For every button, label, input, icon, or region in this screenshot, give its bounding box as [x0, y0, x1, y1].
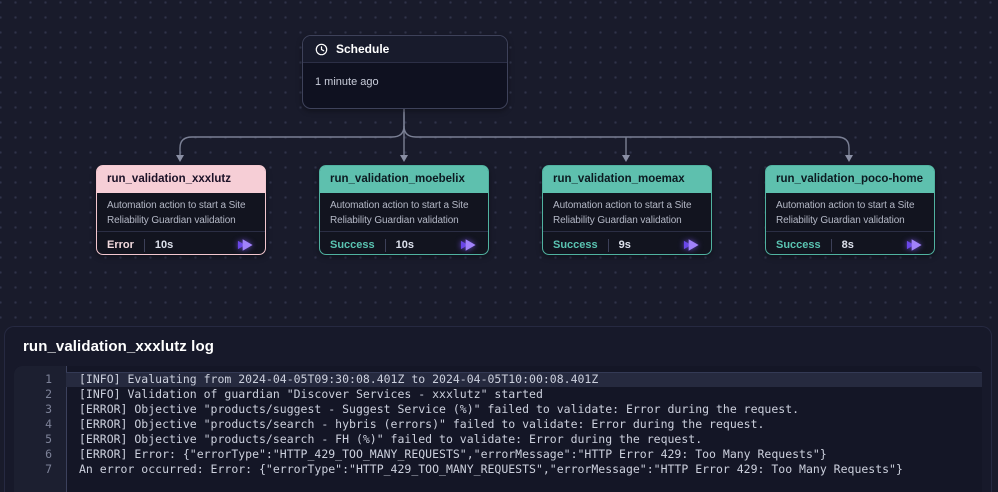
schedule-title: Schedule — [336, 42, 390, 56]
workflow-canvas[interactable]: Schedule 1 minute ago run_validation_xxx… — [0, 0, 998, 326]
log-viewer[interactable]: 1 [INFO] Evaluating from 2024-04-05T09:3… — [14, 366, 982, 492]
log-text: [ERROR] Objective "products/search - hyb… — [79, 417, 765, 431]
line-number: 1 — [45, 372, 52, 386]
task-node-title: run_validation_xxxlutz — [97, 166, 265, 193]
line-number-gutter — [14, 366, 67, 492]
task-node-description: Automation action to start a Site Reliab… — [766, 193, 934, 232]
task-node-title: run_validation_moebelix — [320, 166, 488, 193]
log-text: An error occurred: Error: {"errorType":"… — [79, 462, 903, 476]
task-node-title: run_validation_poco-home — [766, 166, 934, 193]
task-node-run-validation-moebelix[interactable]: run_validation_moebelix Automation actio… — [319, 165, 489, 255]
task-node-footer: Error 10s — [97, 232, 265, 258]
footer-divider — [143, 238, 145, 252]
footer-divider — [607, 238, 609, 252]
log-line[interactable]: 3 [ERROR] Objective "products/suggest - … — [14, 402, 982, 417]
duration-label: 10s — [154, 239, 174, 251]
line-number: 4 — [45, 417, 52, 431]
sr-guardian-fast-forward-icon — [460, 239, 476, 251]
status-badge: Success — [330, 239, 375, 251]
status-badge: Success — [553, 239, 598, 251]
schedule-time: 1 minute ago — [315, 76, 379, 88]
log-line[interactable]: 6 [ERROR] Error: {"errorType":"HTTP_429_… — [14, 447, 982, 462]
log-text: [ERROR] Objective "products/suggest - Su… — [79, 402, 800, 416]
task-node-footer: Success 9s — [543, 232, 711, 258]
log-line[interactable]: 1 [INFO] Evaluating from 2024-04-05T09:3… — [14, 372, 982, 387]
log-panel: run_validation_xxxlutz log 1 [INFO] Eval… — [4, 326, 992, 492]
footer-divider — [830, 238, 832, 252]
task-node-description: Automation action to start a Site Reliab… — [320, 193, 488, 232]
clock-icon — [315, 43, 328, 55]
sr-guardian-fast-forward-icon — [683, 239, 699, 251]
status-badge: Error — [107, 239, 134, 251]
task-node-run-validation-xxxlutz[interactable]: run_validation_xxxlutz Automation action… — [96, 165, 266, 255]
log-line[interactable]: 5 [ERROR] Objective "products/search - F… — [14, 432, 982, 447]
task-node-title: run_validation_moemax — [543, 166, 711, 193]
task-node-footer: Success 8s — [766, 232, 934, 258]
footer-divider — [384, 238, 386, 252]
schedule-node-header: Schedule — [303, 36, 507, 63]
line-number: 3 — [45, 402, 52, 416]
task-node-description: Automation action to start a Site Reliab… — [543, 193, 711, 232]
line-number: 6 — [45, 447, 52, 461]
schedule-node[interactable]: Schedule 1 minute ago — [302, 35, 508, 109]
task-node-description: Automation action to start a Site Reliab… — [97, 193, 265, 232]
log-line[interactable]: 2 [INFO] Validation of guardian "Discove… — [14, 387, 982, 402]
line-number: 5 — [45, 432, 52, 446]
duration-label: 9s — [618, 239, 631, 251]
sr-guardian-fast-forward-icon — [237, 239, 253, 251]
log-text: [ERROR] Error: {"errorType":"HTTP_429_TO… — [79, 447, 827, 461]
task-node-run-validation-moemax[interactable]: run_validation_moemax Automation action … — [542, 165, 712, 255]
log-line[interactable]: 4 [ERROR] Objective "products/search - h… — [14, 417, 982, 432]
line-number: 2 — [45, 387, 52, 401]
duration-label: 10s — [395, 239, 415, 251]
log-panel-title: run_validation_xxxlutz log — [23, 338, 214, 355]
log-line[interactable]: 7 An error occurred: Error: {"errorType"… — [14, 462, 982, 477]
sr-guardian-fast-forward-icon — [906, 239, 922, 251]
task-node-run-validation-poco-home[interactable]: run_validation_poco-home Automation acti… — [765, 165, 935, 255]
task-node-footer: Success 10s — [320, 232, 488, 258]
duration-label: 8s — [841, 239, 854, 251]
log-text: [INFO] Validation of guardian "Discover … — [79, 387, 543, 401]
log-text: [INFO] Evaluating from 2024-04-05T09:30:… — [66, 372, 982, 387]
line-number: 7 — [45, 462, 52, 476]
log-text: [ERROR] Objective "products/search - FH … — [79, 432, 703, 446]
status-badge: Success — [776, 239, 821, 251]
